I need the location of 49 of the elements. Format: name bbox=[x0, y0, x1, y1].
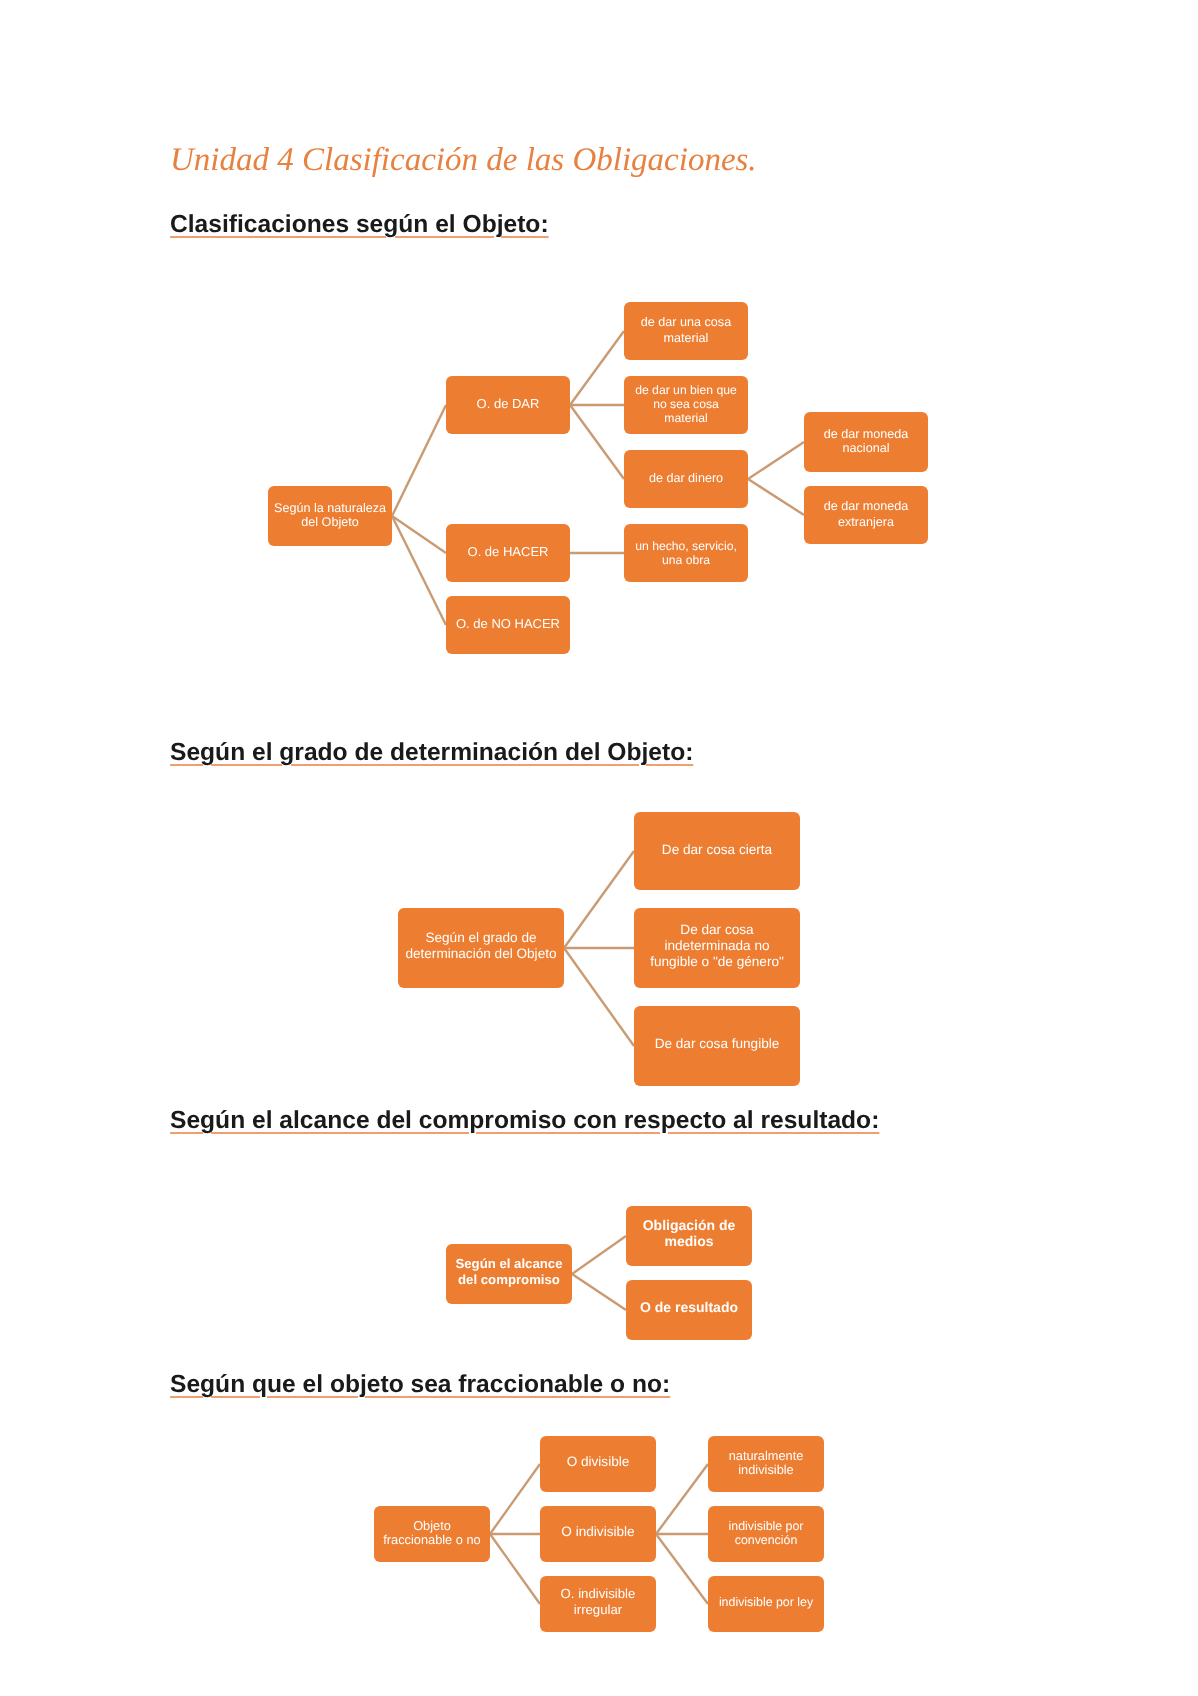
category-box bbox=[634, 812, 800, 890]
category-box bbox=[624, 524, 748, 582]
category-box bbox=[626, 1206, 752, 1266]
connector-line bbox=[569, 330, 625, 406]
connector-line bbox=[391, 515, 447, 554]
category-box bbox=[446, 596, 570, 654]
section-heading: Clasificaciones según el Objeto: bbox=[170, 210, 549, 238]
connector-line bbox=[564, 946, 634, 950]
category-box bbox=[624, 450, 748, 508]
category-box bbox=[634, 1006, 800, 1086]
connector-line bbox=[563, 947, 635, 1047]
connector-line bbox=[489, 1463, 541, 1535]
connector-line bbox=[655, 1463, 709, 1535]
category-box bbox=[626, 1280, 752, 1340]
connector-line bbox=[489, 1533, 541, 1605]
connector-line bbox=[490, 1532, 540, 1536]
category-box bbox=[540, 1506, 656, 1562]
category-box bbox=[804, 412, 928, 472]
page-title: Unidad 4 Clasificación de las Obligaciones. bbox=[170, 140, 757, 180]
category-box bbox=[540, 1576, 656, 1632]
category-box bbox=[446, 524, 570, 582]
connector-line bbox=[569, 404, 625, 480]
category-box bbox=[708, 1436, 824, 1492]
connector-line bbox=[563, 850, 635, 949]
connector-line bbox=[747, 478, 805, 516]
connector-line bbox=[570, 551, 624, 555]
section-heading: Según el alcance del compromiso con respecto al resultado: bbox=[170, 1106, 880, 1134]
section-heading: Según que el objeto sea fraccionable o no: bbox=[170, 1370, 671, 1398]
category-box bbox=[446, 376, 570, 434]
category-box bbox=[804, 486, 928, 544]
section-heading: Según el grado de determinación del Objeto: bbox=[170, 738, 694, 766]
category-box bbox=[446, 1244, 572, 1304]
connector-line bbox=[656, 1532, 708, 1536]
connector-line bbox=[390, 404, 448, 517]
connector-line bbox=[571, 1235, 627, 1275]
category-box bbox=[624, 302, 748, 360]
category-box bbox=[374, 1506, 490, 1562]
connector-line bbox=[655, 1533, 709, 1605]
category-box bbox=[708, 1506, 824, 1562]
connector-line bbox=[570, 403, 624, 407]
category-box bbox=[540, 1436, 656, 1492]
category-box bbox=[268, 486, 392, 546]
connector-line bbox=[390, 515, 448, 626]
category-box bbox=[398, 908, 564, 988]
connector-line bbox=[747, 441, 805, 480]
connector-line bbox=[571, 1273, 627, 1311]
category-box bbox=[624, 376, 748, 434]
category-box bbox=[708, 1576, 824, 1632]
category-box bbox=[634, 908, 800, 988]
